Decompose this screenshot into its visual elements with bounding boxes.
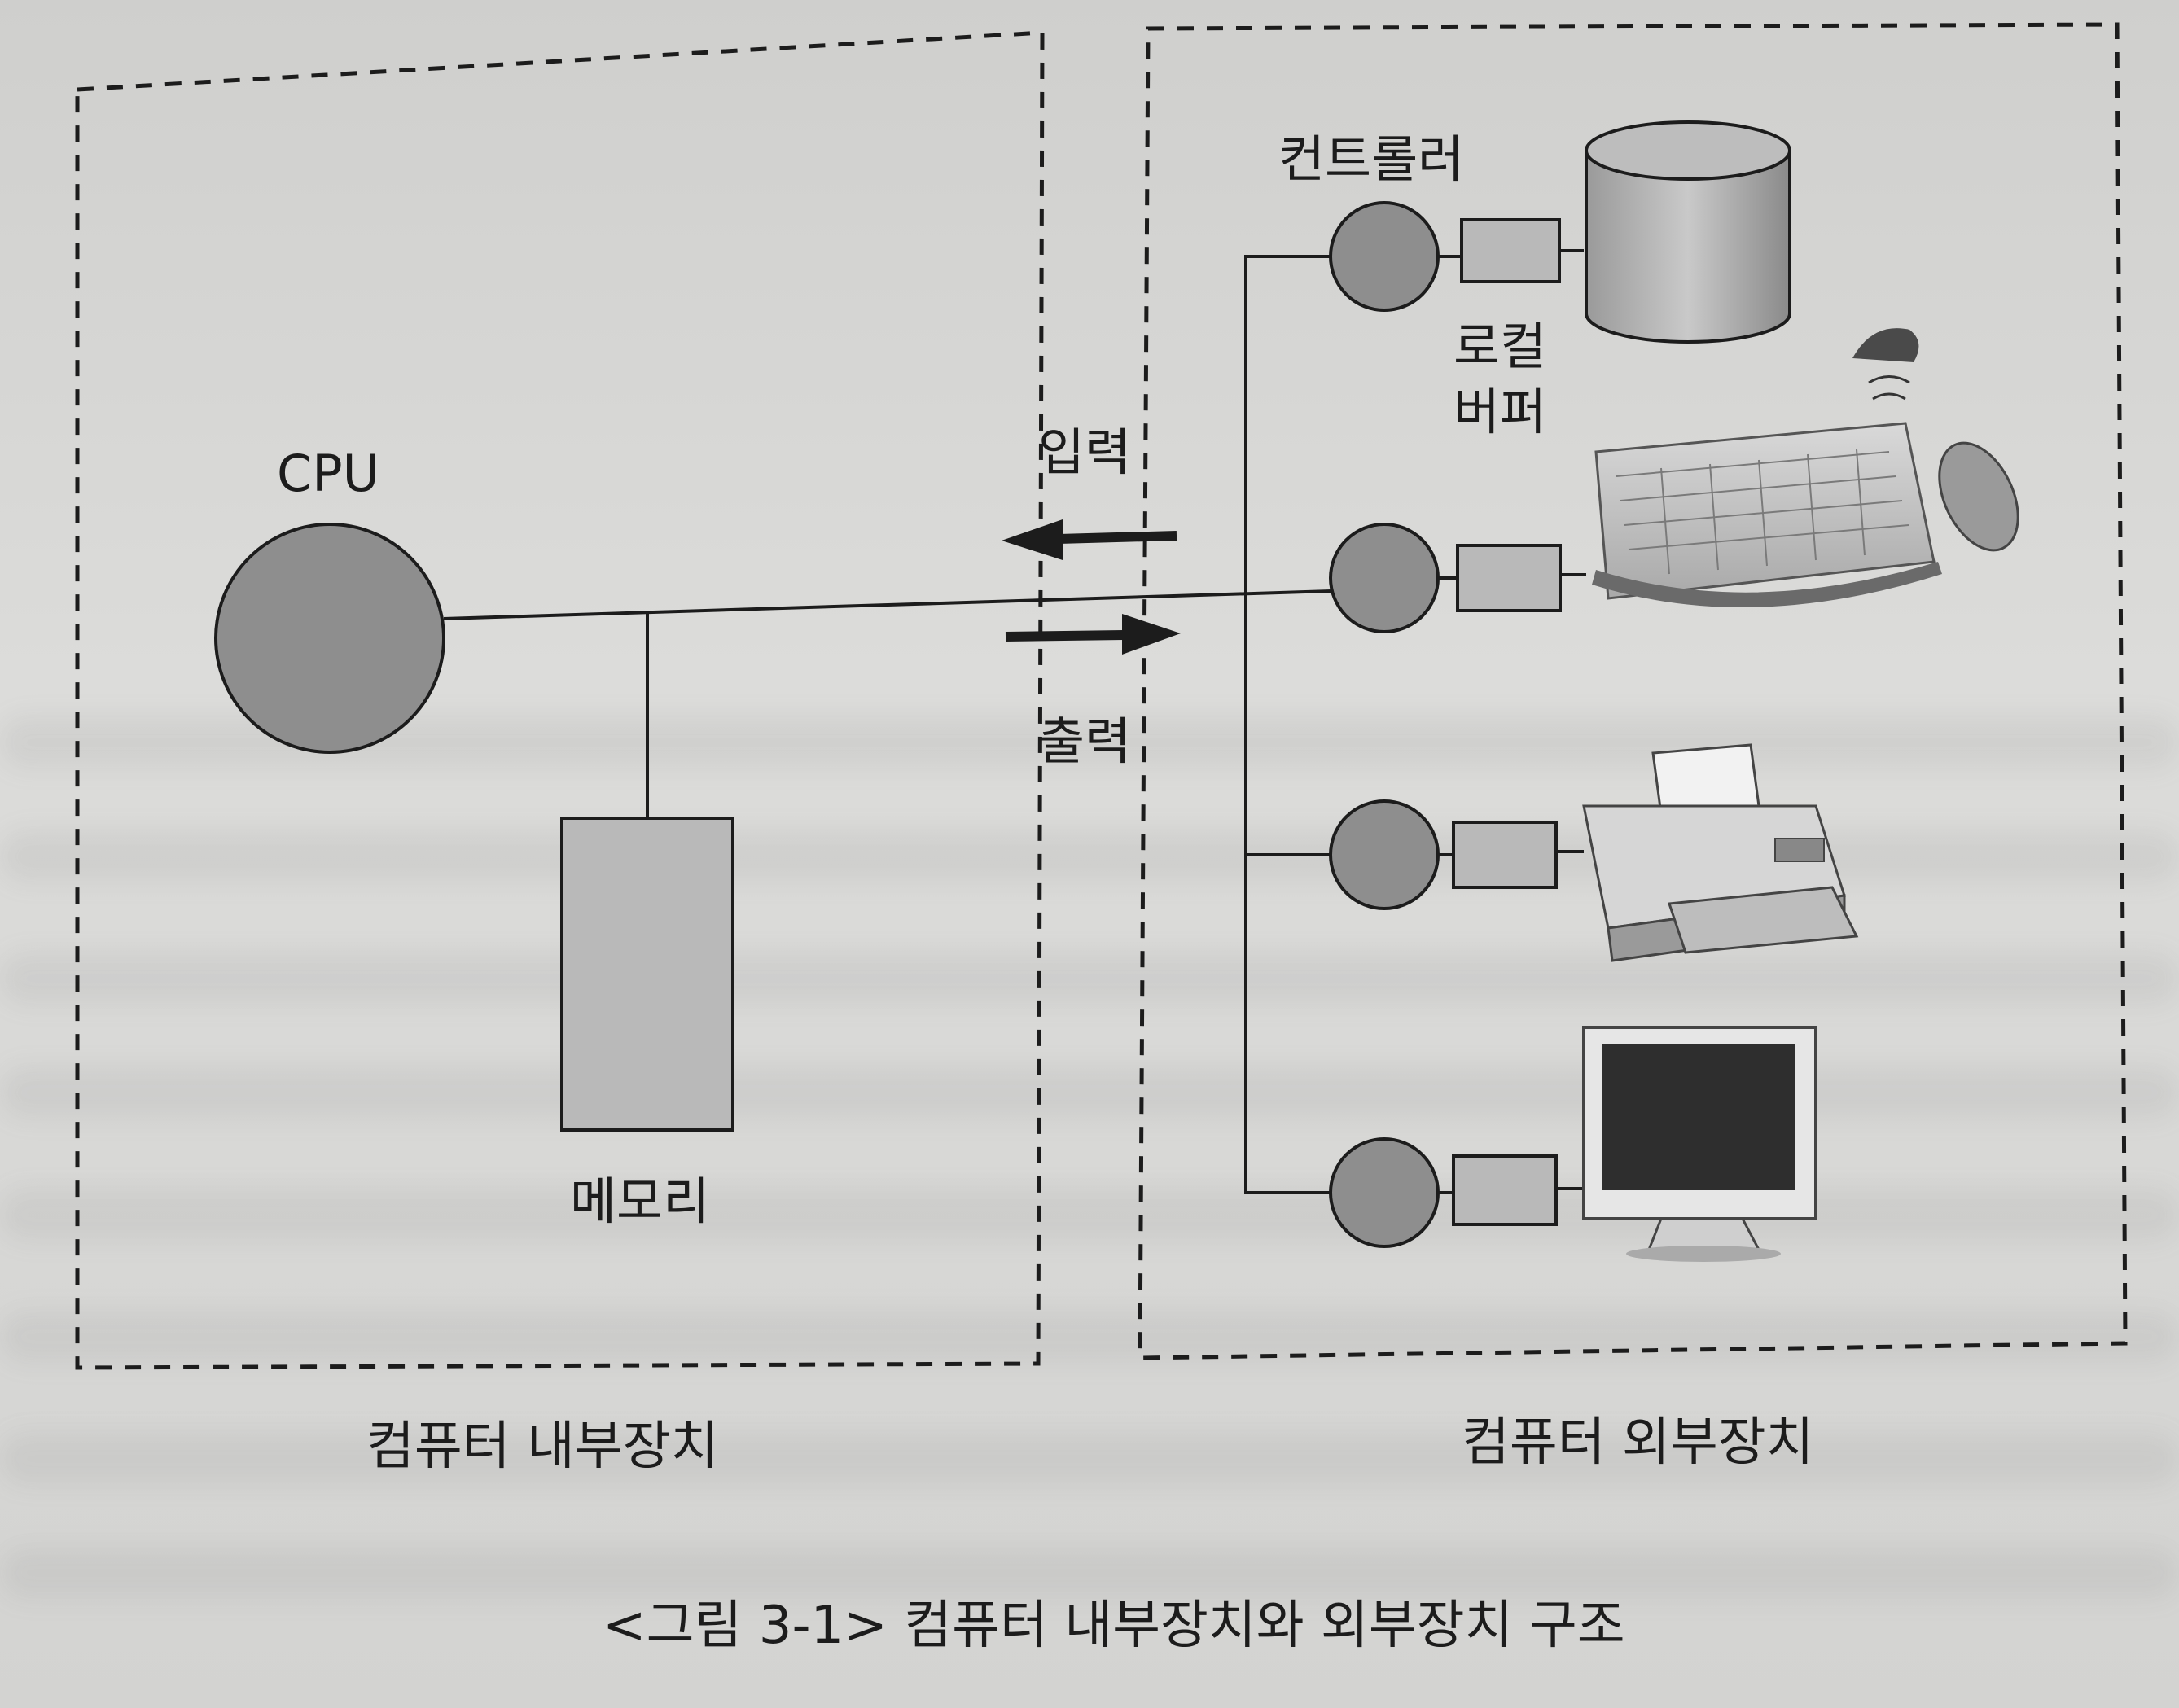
local-buffer-label-line2: 버퍼 xyxy=(1453,382,1547,441)
system-bus xyxy=(443,255,1332,1194)
internal-devices-label: 컴퓨터 내부장치 xyxy=(366,1417,719,1477)
bleed-through-line xyxy=(0,1547,2179,1599)
input-label: 입력 xyxy=(1038,423,1132,482)
local-buffer xyxy=(1452,1154,1558,1226)
keyboard-mouse-icon xyxy=(1592,328,2019,608)
cpu-label: CPU xyxy=(277,444,380,503)
memory-block xyxy=(560,817,734,1132)
output-arrow xyxy=(1005,614,1181,655)
figure-caption: <그림 3-1> 컴퓨터 내부장치와 외부장치 구조 xyxy=(603,1596,1625,1656)
hard-disk-icon xyxy=(1585,120,1791,344)
local-buffer xyxy=(1452,821,1558,889)
external-devices-label: 컴퓨터 외부장치 xyxy=(1462,1412,1814,1473)
cpu-node xyxy=(214,523,445,754)
output-label: 출력 xyxy=(1038,712,1132,771)
bleed-through-line xyxy=(0,1433,2179,1485)
controller-label: 컨트롤러 xyxy=(1278,129,1465,189)
internal-devices-boundary xyxy=(75,30,1045,1370)
bleed-through-line xyxy=(0,1311,2179,1363)
external-devices-boundary xyxy=(1138,22,2128,1360)
input-arrow xyxy=(1002,519,1177,560)
controller-node xyxy=(1329,201,1584,312)
controller-node xyxy=(1329,1137,1584,1248)
local-buffer xyxy=(1460,218,1561,283)
local-buffer xyxy=(1456,544,1562,612)
monitor-icon xyxy=(1582,1026,1817,1262)
memory-label: 메모리 xyxy=(570,1172,710,1231)
controller-node xyxy=(1329,523,1586,633)
bleed-through-line xyxy=(0,953,2179,1005)
printer-icon xyxy=(1582,743,1859,962)
local-buffer-label-line1: 로컬 xyxy=(1453,317,1547,376)
controller-node xyxy=(1329,799,1584,910)
